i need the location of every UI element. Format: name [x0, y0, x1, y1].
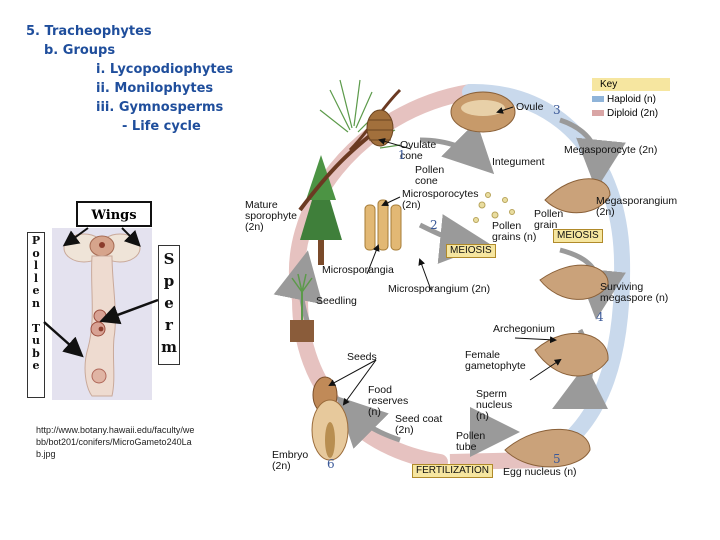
label-egg-nucleus: Egg nucleus (n): [503, 466, 577, 478]
key-title: Key: [592, 78, 670, 91]
outline-line-2: b. Groups: [44, 43, 116, 58]
label-microsporangia: Microsporangia: [322, 264, 394, 276]
key-legend: Key Haploid (n) Diploid (2n): [592, 78, 670, 124]
label-archegonium: Archegonium: [493, 323, 555, 335]
outline-line-1: 5. Tracheophytes: [26, 24, 152, 39]
label-surviving-megaspore: Surviving megaspore (n): [600, 281, 669, 304]
label-ovulate-cone: Ovulate cone: [400, 139, 437, 162]
outline: 5. Tracheophytes b. Groups i. Lycopodiop…: [26, 22, 233, 136]
label-food-reserves: Food reserves (n): [368, 384, 409, 418]
step-4: 4: [596, 310, 604, 324]
outline-line-6: - Life cycle: [122, 119, 201, 134]
label-sperm-nucleus: Sperm nucleus (n): [476, 388, 513, 422]
label-pollen-grain: Pollen grain: [534, 208, 564, 231]
label-seed-coat: Seed coat (2n): [395, 413, 443, 436]
outline-line-3: i. Lycopodiophytes: [96, 62, 234, 77]
step-2: 2: [430, 218, 438, 232]
meiosis-left-box: MEIOSIS: [446, 244, 496, 258]
label-pollen-tube: Pollen tube: [456, 430, 486, 453]
wings-label: Wings: [76, 201, 152, 227]
key-haploid-label: Haploid (n): [607, 94, 656, 105]
step-6: 6: [327, 457, 335, 471]
label-seeds: Seeds: [347, 351, 377, 363]
fertilization-box: FERTILIZATION: [412, 464, 493, 478]
life-cycle-diagram: [273, 79, 631, 470]
key-diploid-row: Diploid (2n): [592, 108, 658, 119]
pollen-micrograph: [52, 228, 152, 400]
step-3: 3: [553, 103, 561, 117]
label-microsporangium: Microsporangium (2n): [388, 283, 491, 295]
label-pollen-cone: Pollen cone: [415, 164, 445, 187]
label-megasporocyte: Megasporocyte (2n): [564, 144, 658, 156]
label-embryo: Embryo (2n): [272, 449, 309, 472]
label-mature-sporophyte: Mature sporophyte (2n): [245, 199, 297, 233]
outline-line-4: ii. Monilophytes: [96, 81, 214, 96]
label-ovule: Ovule: [516, 101, 544, 113]
label-integument: Integument: [492, 156, 545, 168]
label-pollen-grains: Pollen grains (n): [492, 220, 537, 243]
outline-line-5: iii. Gymnosperms: [96, 100, 224, 115]
meiosis-right-box: MEIOSIS: [553, 229, 603, 243]
label-seedling: Seedling: [316, 295, 357, 307]
key-haploid-row: Haploid (n): [592, 94, 656, 105]
label-microsporocytes: Microsporocytes (2n): [402, 188, 479, 211]
label-female-gametophyte: Female gametophyte: [465, 349, 526, 372]
label-megasporangium: Megasporangium (2n): [596, 195, 678, 218]
diploid-swatch: [592, 110, 604, 117]
source-url: http://www.botany.hawaii.edu/faculty/web…: [36, 425, 195, 459]
pollen-figure-arrows: [43, 227, 159, 358]
haploid-swatch: [592, 96, 604, 103]
step-5: 5: [553, 452, 561, 466]
key-diploid-label: Diploid (2n): [607, 108, 659, 119]
step-1: 1: [398, 148, 406, 162]
